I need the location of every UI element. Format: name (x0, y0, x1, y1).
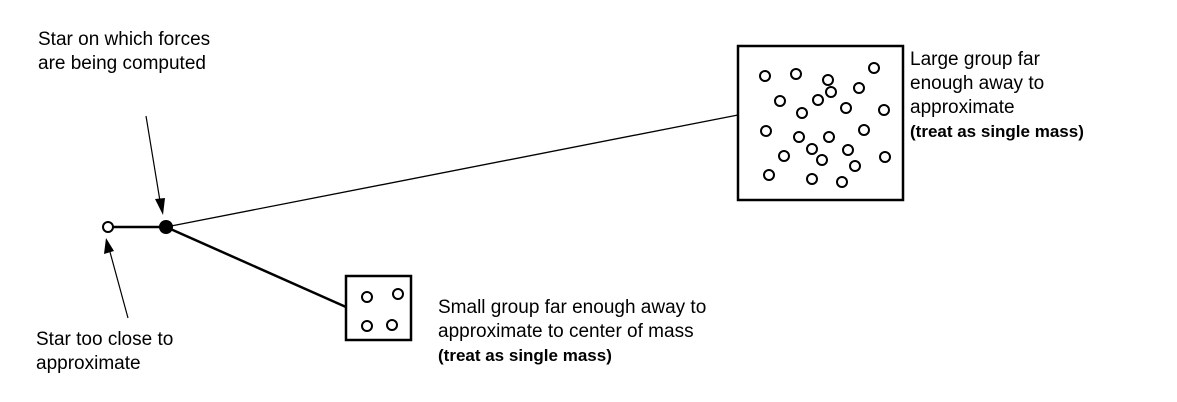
large-group-note: (treat as single mass) (910, 122, 1084, 141)
arrow-head-close-star (104, 238, 114, 254)
large-group-star (822, 74, 834, 86)
target-star (159, 220, 173, 234)
large-group-star (849, 160, 861, 172)
small-group-box (344, 274, 413, 342)
large-group-star (836, 176, 848, 188)
close-star-label-line: approximate (36, 353, 141, 374)
large-group-star (868, 62, 880, 74)
close-star-label-line: Star too close to (36, 329, 174, 350)
small-group-note: (treat as single mass) (438, 346, 612, 365)
close-star (102, 221, 114, 233)
large-group-label-line: approximate (910, 97, 1015, 118)
large-group-star (858, 124, 870, 136)
small-group-star (392, 288, 404, 300)
small-group-stars (361, 288, 404, 332)
small-group-label-line: approximate to center of mass (438, 321, 694, 342)
close-star-label: Star too close to approximate (36, 328, 173, 376)
arrow-to-close-star (109, 251, 129, 319)
target-star-label: Star on which forces are being computed (38, 28, 210, 76)
large-group-star (763, 169, 775, 181)
large-group-star (760, 125, 772, 137)
line-to-large-group (165, 114, 739, 228)
large-group-star (793, 131, 805, 143)
large-group-stars (759, 62, 891, 188)
large-group-star (796, 107, 808, 119)
large-group-box (736, 44, 905, 202)
small-group-star (386, 319, 398, 331)
small-group-star (361, 320, 373, 332)
large-group-label-line: enough away to (910, 73, 1045, 94)
large-group-star (790, 68, 802, 80)
large-group-star (879, 151, 891, 163)
large-group-star (806, 173, 818, 185)
large-group-star (816, 154, 828, 166)
target-star-label-line: are being computed (38, 53, 206, 74)
large-group-star (806, 143, 818, 155)
line-to-small-group (165, 225, 347, 309)
arrow-head-target-star (155, 198, 165, 215)
large-group-star (878, 104, 890, 116)
small-group-star (361, 291, 373, 303)
large-group-star (823, 131, 835, 143)
large-group-star (840, 102, 852, 114)
large-group-star (759, 70, 771, 82)
large-group-star (825, 86, 837, 98)
large-group-star (812, 94, 824, 106)
large-group-star (842, 144, 854, 156)
large-group-label: Large group far enough away to approxima… (910, 48, 1084, 144)
small-group-label: Small group far enough away to approxima… (438, 296, 706, 368)
large-group-star (774, 95, 786, 107)
large-group-label-line: Large group far (910, 49, 1040, 70)
small-group-label-line: Small group far enough away to (438, 297, 707, 318)
large-group-star (778, 150, 790, 162)
target-star-label-line: Star on which forces (38, 29, 211, 50)
large-group-star (853, 82, 865, 94)
arrow-to-target-star (145, 115, 161, 202)
